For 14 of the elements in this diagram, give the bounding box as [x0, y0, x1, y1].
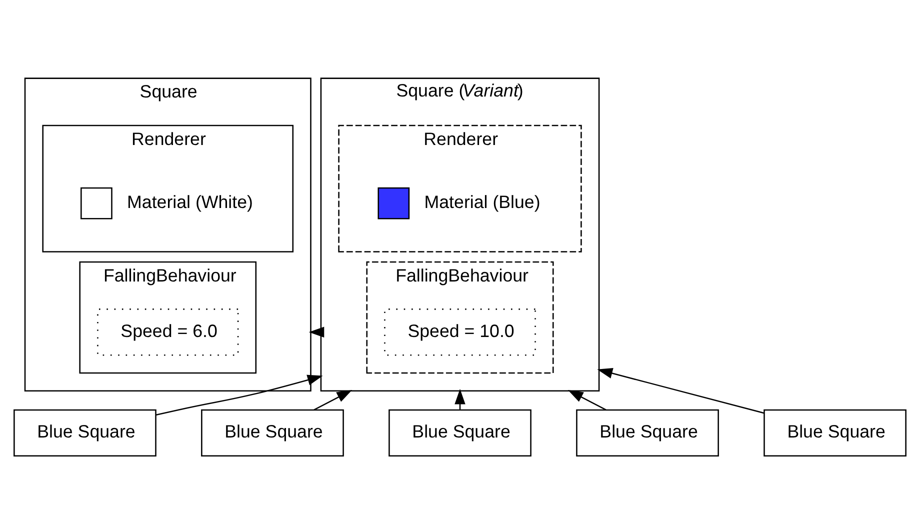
arrow [314, 390, 352, 410]
node-box: Blue Square [764, 409, 906, 457]
arrow [568, 390, 606, 410]
arrow [156, 374, 323, 416]
node-box: Blue Square [14, 409, 156, 457]
node-box: Blue Square [201, 409, 344, 457]
node-box: Blue Square [388, 409, 532, 457]
node-label: Material (Blue) [424, 192, 540, 212]
node-box: Blue Square [576, 409, 719, 457]
arrow [308, 326, 324, 338]
node-box: Speed = 6.0 [97, 308, 239, 356]
node-label: Material (White) [127, 192, 253, 212]
node-box: Speed = 10.0 [384, 308, 536, 356]
arrow [597, 368, 764, 414]
